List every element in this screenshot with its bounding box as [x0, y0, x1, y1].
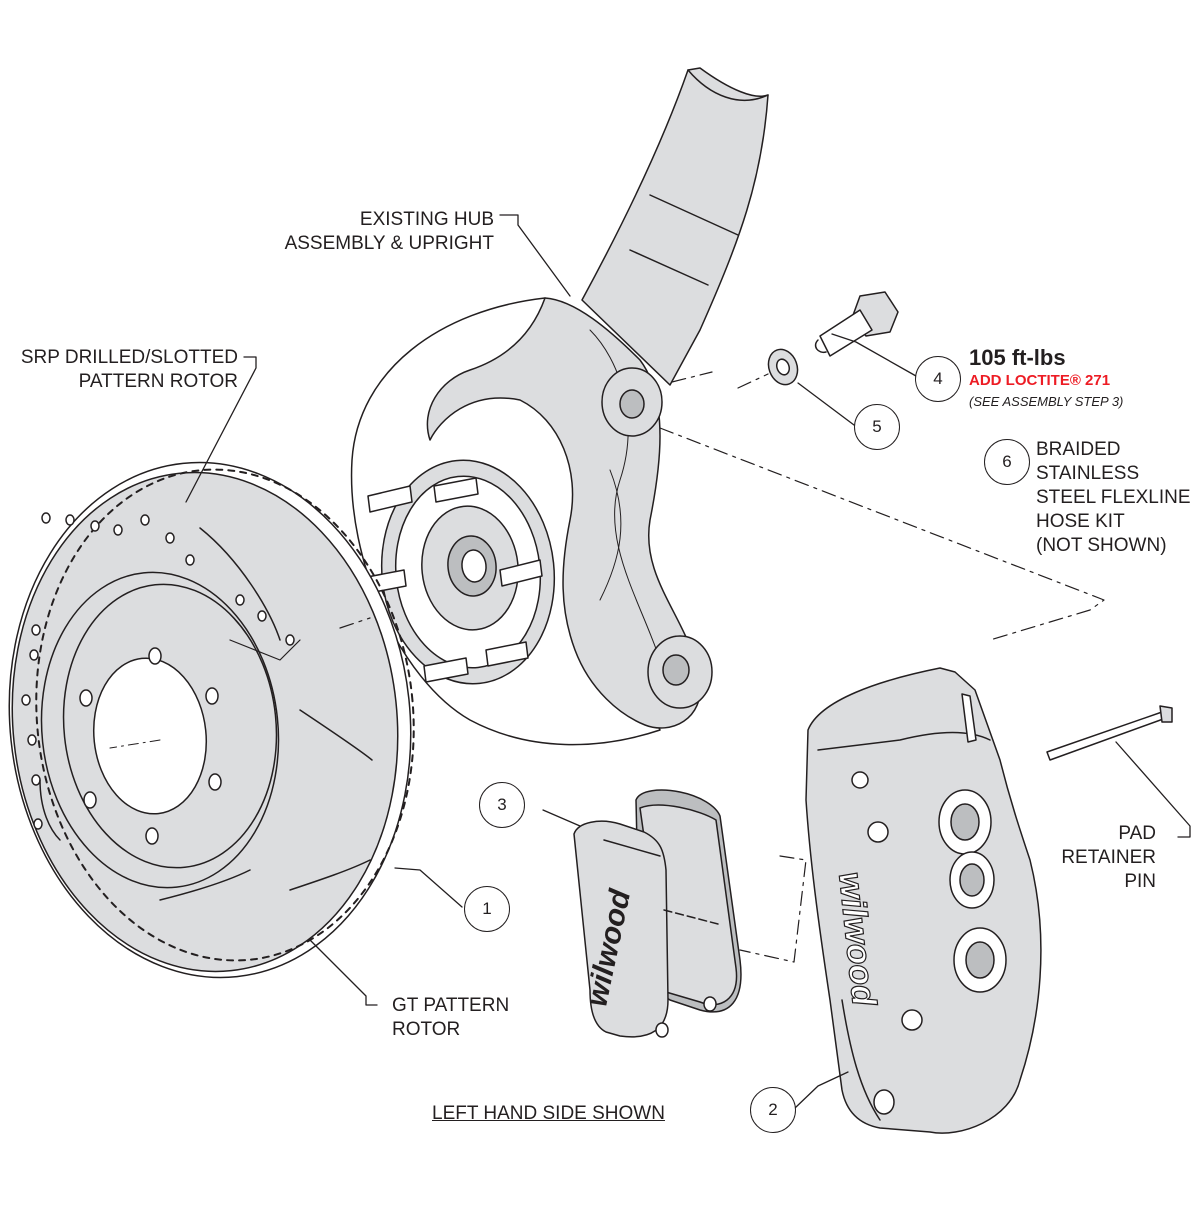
- loctite-note: ADD LOCTITE® 271: [969, 372, 1111, 389]
- caliper-bolt: [814, 291, 899, 357]
- brake-pads: [573, 789, 742, 1038]
- washer: [767, 348, 799, 386]
- label-hub-line1: EXISTING HUB: [359, 209, 494, 230]
- label-srp-line2: PATTERN ROTOR: [78, 371, 238, 392]
- caliper: [805, 667, 1042, 1134]
- callout-2: 2: [750, 1087, 796, 1133]
- label-hub-line2: ASSEMBLY & UPRIGHT: [284, 233, 494, 254]
- label-pin-line3: PIN: [1124, 871, 1156, 892]
- pad-retainer-pin: [1046, 705, 1173, 761]
- label-srp-line1: SRP DRILLED/SLOTTED: [20, 347, 238, 368]
- torque-spec: 105 ft-lbs: [969, 345, 1066, 370]
- rotor: [8, 461, 415, 979]
- label-hose-line3: STEEL FLEXLINE: [1036, 487, 1191, 508]
- label-gt-line1: GT PATTERN: [392, 995, 510, 1016]
- label-pin-line1: PAD: [1118, 823, 1156, 844]
- label-left-hand-side: LEFT HAND SIDE SHOWN: [432, 1103, 665, 1124]
- callout-4: 4: [915, 356, 961, 402]
- callout-3: 3: [479, 782, 525, 828]
- callout-1: 1: [464, 886, 510, 932]
- hub-upright: [350, 67, 769, 746]
- label-gt-rotor: GT PATTERN ROTOR: [392, 994, 509, 1042]
- label-gt-line2: ROTOR: [392, 1019, 461, 1040]
- label-hose-line1: BRAIDED: [1036, 439, 1121, 460]
- assembly-step-note: (SEE ASSEMBLY STEP 3): [969, 394, 1124, 409]
- label-srp-rotor: SRP DRILLED/SLOTTED PATTERN ROTOR: [21, 346, 238, 394]
- label-pad-retainer-pin: PAD RETAINER PIN: [1061, 822, 1156, 894]
- label-hose-line5: (NOT SHOWN): [1036, 535, 1167, 556]
- label-hose-line2: STAINLESS: [1036, 463, 1140, 484]
- label-hub-assembly: EXISTING HUB ASSEMBLY & UPRIGHT: [285, 208, 494, 256]
- label-pin-line2: RETAINER: [1061, 847, 1156, 868]
- callout-6: 6: [984, 439, 1030, 485]
- label-hose-kit: BRAIDED STAINLESS STEEL FLEXLINE HOSE KI…: [1036, 438, 1191, 558]
- callout-5: 5: [854, 404, 900, 450]
- label-hose-line4: HOSE KIT: [1036, 511, 1125, 532]
